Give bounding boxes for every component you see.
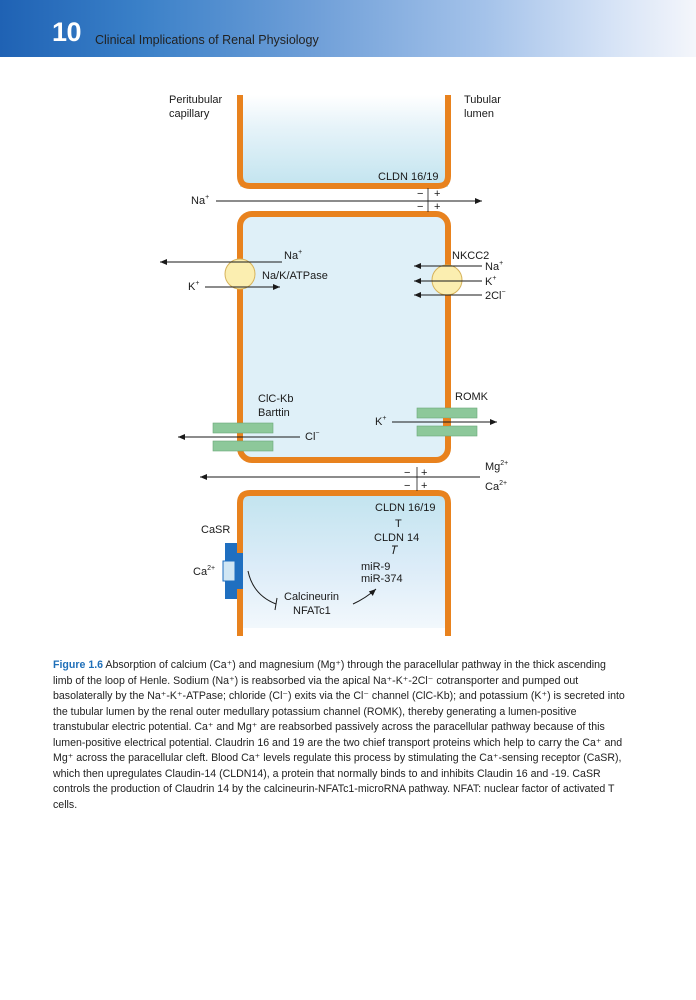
inhibit-t-symbol: T — [395, 518, 402, 530]
charge-markers-bottom: − + − + — [404, 467, 427, 492]
atpase-name-label: Na/K/ATPase — [262, 270, 328, 282]
svg-text:+: + — [434, 188, 440, 200]
ca-receptor-label: Ca2+ — [193, 565, 215, 578]
peritubular-label-2: capillary — [169, 108, 210, 120]
figure-label: Figure 1.6 — [53, 659, 104, 671]
clckb-label: ClC-Kb — [258, 393, 293, 405]
barttin-label: Barttin — [258, 407, 290, 419]
figure-caption: Figure 1.6 Absorption of calcium (Ca⁺) a… — [53, 658, 626, 813]
casr-receptor: CaSR Ca2+ — [193, 524, 243, 599]
cl-out-label: Cl− — [305, 430, 319, 443]
atpase-na-label: Na+ — [284, 249, 302, 262]
romk-label: ROMK — [455, 391, 489, 403]
bottom-cell — [237, 490, 451, 636]
calcineurin-label: Calcineurin — [284, 591, 339, 603]
nkcc2-label: NKCC2 — [452, 250, 489, 262]
svg-text:−: − — [404, 480, 410, 492]
renal-transport-diagram: Peritubular capillary Tubular lumen CLDN… — [160, 94, 508, 636]
atpase-k-label: K+ — [188, 280, 199, 293]
romk-channel: ROMK K+ — [375, 391, 497, 437]
svg-text:+: + — [421, 480, 427, 492]
cldn-bottom-label: CLDN 16/19 — [375, 502, 436, 514]
tubular-label-1: Tubular — [464, 94, 501, 106]
ca-paracellular-label: Ca2+ — [485, 480, 507, 493]
nfatc1-label: NFATc1 — [293, 605, 331, 617]
romk-k-label: K+ — [375, 415, 386, 428]
charge-markers-top: − + − + — [417, 188, 440, 213]
cldn14-label: CLDN 14 — [374, 532, 419, 544]
na-k-atpase: Na+ Na/K/ATPase K+ — [160, 249, 328, 293]
clc-kb-channel: ClC-Kb Barttin Cl− — [178, 393, 319, 452]
nkcc-cl-label: 2Cl− — [485, 289, 506, 302]
svg-text:+: + — [434, 201, 440, 213]
peritubular-label-1: Peritubular — [169, 94, 223, 106]
cldn-top-label: CLDN 16/19 — [378, 171, 439, 183]
mg-label: Mg2+ — [485, 460, 508, 473]
mir9-label: miR-9 — [361, 561, 390, 573]
svg-text:−: − — [417, 201, 423, 213]
chapter-header-band: 10 Clinical Implications of Renal Physio… — [0, 0, 696, 57]
mg-ca-paracellular-flow: Mg2+ Ca2+ — [200, 460, 508, 493]
figure-caption-text: Absorption of calcium (Ca⁺) and magnesiu… — [53, 659, 625, 811]
svg-text:−: − — [404, 467, 410, 479]
na-paracellular-flow: Na+ — [191, 194, 482, 207]
nkcc-na-label: Na+ — [485, 260, 503, 273]
na-paracellular-label: Na+ — [191, 194, 209, 207]
mirna-inhibit-mark — [392, 545, 398, 555]
nkcc2-cotransporter: NKCC2 Na+ K+ 2Cl− — [414, 250, 506, 302]
nkcc-k-label: K+ — [485, 275, 496, 288]
middle-cell — [237, 211, 451, 463]
calcineurin-pathway: Calcineurin NFATc1 — [247, 570, 377, 617]
chapter-number: 10 — [52, 17, 82, 47]
chapter-title: Clinical Implications of Renal Physiolog… — [95, 33, 319, 47]
top-cell — [237, 95, 451, 189]
svg-text:−: − — [417, 188, 423, 200]
casr-label: CaSR — [201, 524, 230, 536]
mir374-label: miR-374 — [361, 573, 403, 585]
tubular-label-2: lumen — [464, 108, 494, 120]
svg-text:+: + — [421, 467, 427, 479]
